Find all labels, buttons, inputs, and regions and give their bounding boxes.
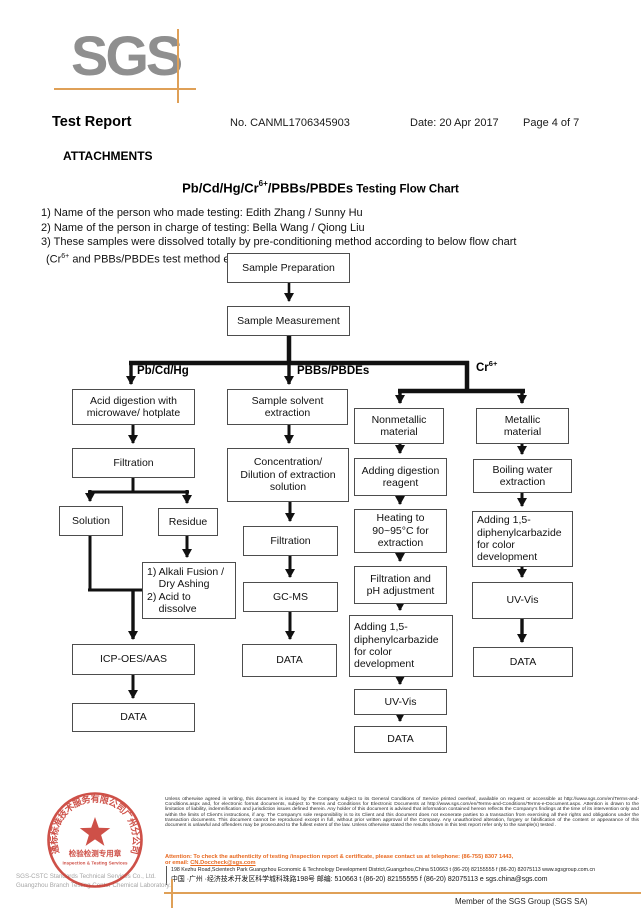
flow-node-solution: Solution [59, 506, 123, 536]
logo-horizontal-line [54, 88, 196, 90]
address-chinese: 中国 ·广州 ·经济技术开发区科学城科珠路198号 邮编: 510663 t (… [171, 876, 548, 883]
branch-label-pbbs-pbdes: PBBs/PBDEs [297, 365, 370, 377]
note-rest: and PBBs/PBDEs test method excluded). [69, 253, 275, 266]
note-3-continued: (Cr6+ and PBBs/PBDEs test method exclude… [41, 250, 517, 267]
footer-orange-crossmark [171, 879, 173, 908]
address-block: 198 Kezhu Road,Scientech Park Guangzhou … [166, 866, 641, 885]
superscript-text: 6+ [258, 179, 268, 188]
title-metals-2: /PBBs/PBDEs [267, 180, 354, 196]
cr-base: Cr [476, 361, 489, 374]
flow-node-adding-digestion-reagent: Adding digestion reagent [354, 458, 447, 496]
note-2: 2) Name of the person in charge of testi… [41, 221, 365, 234]
report-title: Test Report [52, 114, 132, 130]
flow-node-alkali-fusion: 1) Alkali Fusion / Dry Ashing 2) Acid to… [142, 562, 236, 619]
note-1: 1) Name of the person who made testing: … [41, 207, 363, 219]
stamp-star-icon [79, 817, 111, 846]
attention-note: Attention: To check the authenticity of … [165, 854, 639, 867]
report-number: No. CANML1706345903 [230, 117, 350, 129]
attention-prefix: or email: [165, 860, 191, 867]
superscript-text: 6+ [61, 252, 70, 260]
inspection-stamp: 通标标准技术服务有限公司广州分公司 检验检测专用章 Inspection & T… [47, 792, 143, 888]
flow-node-sample-measurement: Sample Measurement [227, 306, 350, 336]
flow-node-filtration-1: Filtration [72, 448, 195, 478]
flow-node-icp-oes-aas: ICP-OES/AAS [72, 644, 195, 675]
flow-node-filtration-ph: Filtration and pH adjustment [354, 566, 447, 604]
flow-node-data-metallic: DATA [473, 647, 573, 677]
flow-node-heating: Heating to 90~95°C for extraction [354, 509, 447, 553]
flow-node-metallic-material: Metallic material [476, 408, 569, 444]
report-date: Date: 20 Apr 2017 [410, 117, 499, 129]
title-metals: Pb/Cd/Hg/Cr [182, 180, 259, 196]
sgs-logo: SGS [71, 24, 183, 87]
flow-node-data-pbbs: DATA [242, 644, 337, 677]
flow-node-uv-vis-nonmetallic: UV-Vis [354, 689, 447, 715]
flow-node-nonmetallic-material: Nonmetallic material [354, 408, 444, 444]
attention-line1: Attention: To check the authenticity of … [165, 854, 514, 860]
flow-node-sample-preparation: Sample Preparation [227, 253, 350, 283]
flow-node-filtration-2: Filtration [243, 526, 338, 556]
flow-node-acid-digestion: Acid digestion with microwave/ hotplate [72, 389, 195, 425]
flow-node-diphenylcarbazide-nonmetallic: Adding 1,5- diphenylcarbazide for color … [349, 615, 453, 677]
flow-node-data-nonmetallic: DATA [354, 726, 447, 753]
logo-vertical-line [177, 29, 179, 103]
laboratory-name-line1: SGS-CSTC Standards Technical Services Co… [16, 873, 156, 880]
flow-node-solvent-extraction: Sample solvent extraction [227, 389, 348, 425]
page-indicator: Page 4 of 7 [523, 117, 580, 129]
note-3: 3) These samples were dissolved totally … [41, 236, 517, 249]
notes-block: 1) Name of the person who made testing: … [41, 206, 517, 267]
legal-disclaimer: Unless otherwise agreed in writing, this… [165, 797, 639, 829]
flow-node-diphenylcarbazide-metallic: Adding 1,5- diphenylcarbazide for color … [472, 511, 573, 567]
superscript-text: 6+ [488, 359, 498, 368]
note-cr: (Cr [46, 253, 62, 266]
flow-node-boiling-water-extraction: Boiling water extraction [473, 459, 572, 493]
branch-label-cr6: Cr6+ [476, 359, 497, 374]
attachments-heading: ATTACHMENTS [63, 149, 153, 163]
sgs-member-line: Member of the SGS Group (SGS SA) [455, 897, 588, 906]
stamp-center-cn: 检验检测专用章 [69, 848, 122, 858]
flow-node-concentration-dilution: Concentration/ Dilution of extraction so… [227, 448, 349, 502]
branch-label-pb-cd-hg: Pb/Cd/Hg [137, 365, 189, 377]
doccheck-email: CN.Doccheck@sgs.com [190, 860, 256, 867]
stamp-center-en: Inspection & Testing Services [62, 861, 127, 866]
flow-chart-title: Pb/Cd/Hg/Cr6+/PBBs/PBDEs Testing Flow Ch… [0, 179, 641, 197]
flow-node-uv-vis-metallic: UV-Vis [472, 582, 573, 619]
stamp-circle [47, 792, 143, 888]
flow-node-gc-ms: GC-MS [243, 582, 338, 612]
address-english: 198 Kezhu Road,Scientech Park Guangzhou … [171, 867, 596, 873]
title-suffix: Testing Flow Chart [353, 183, 459, 196]
flow-node-data-pbcdhg: DATA [72, 703, 195, 732]
footer-orange-rule [164, 892, 641, 894]
flow-node-residue: Residue [158, 508, 218, 536]
